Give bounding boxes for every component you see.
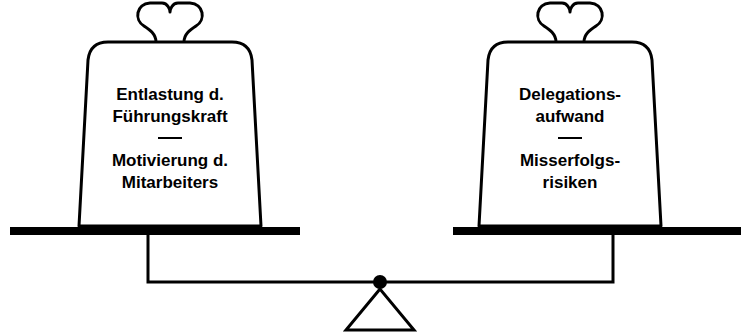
weight-text: Delegations- aufwand xyxy=(495,84,645,128)
weight-label-area: Delegations- aufwandMisserfolgs- risiken xyxy=(495,84,645,194)
text-block: Entlastung d. Führungskraft xyxy=(95,84,245,128)
separator-dash xyxy=(158,137,182,139)
weight-handle xyxy=(138,3,203,42)
text-block: Motivierung d. Mitarbeiters xyxy=(95,137,245,194)
weight-handle xyxy=(538,3,603,42)
text-block: Delegations- aufwand xyxy=(495,84,645,128)
separator-dash xyxy=(558,137,582,139)
weight-text: Misserfolgs- risiken xyxy=(495,150,645,194)
fulcrum-triangle xyxy=(346,289,414,330)
text-block: Misserfolgs- risiken xyxy=(495,137,645,194)
weight-body xyxy=(479,42,661,226)
weight-box: Delegations- aufwandMisserfolgs- risiken xyxy=(478,0,662,228)
weight-text: Motivierung d. Mitarbeiters xyxy=(95,150,245,194)
scale-beam xyxy=(148,235,613,282)
pivot-dot xyxy=(373,275,387,289)
right-pan xyxy=(453,227,741,235)
left-pan xyxy=(10,227,300,235)
weight-label-area: Entlastung d. FührungskraftMotivierung d… xyxy=(95,84,245,194)
weight-text: Entlastung d. Führungskraft xyxy=(95,84,245,128)
weight-body xyxy=(79,42,261,226)
weight-box: Entlastung d. FührungskraftMotivierung d… xyxy=(78,0,262,228)
